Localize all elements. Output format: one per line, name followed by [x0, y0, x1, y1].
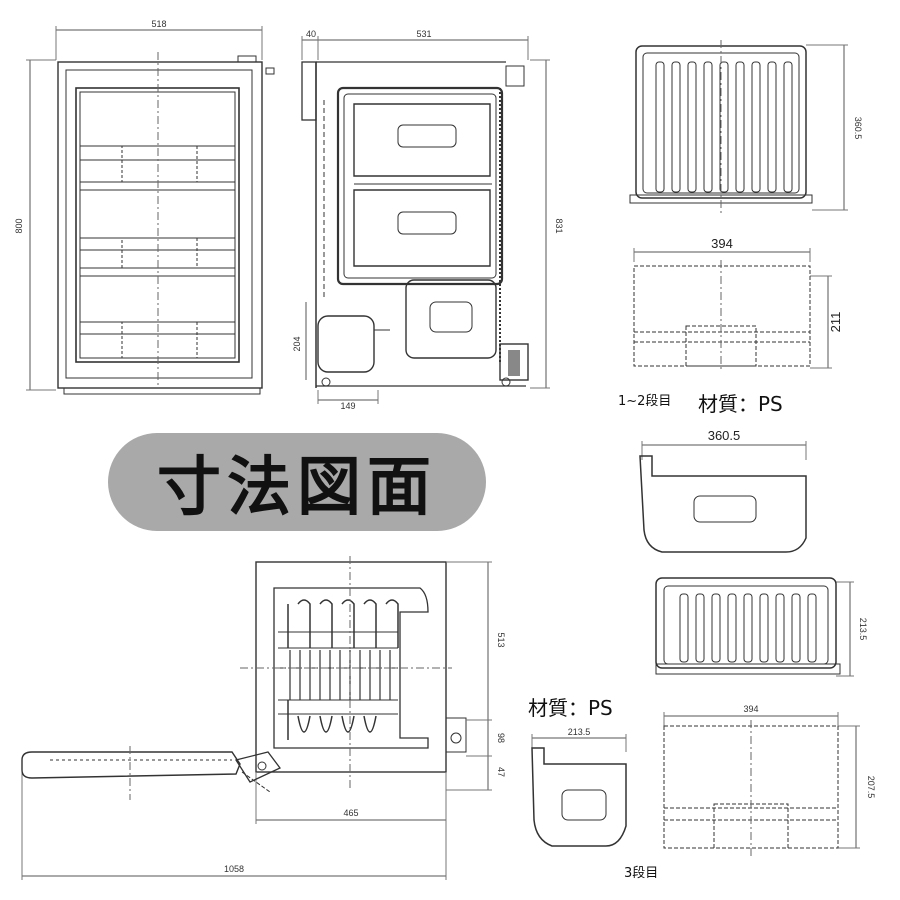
drawer-top-views	[629, 40, 848, 553]
dim-plan-total-width: 1058	[224, 864, 244, 874]
dim-plan-small-2: 47	[496, 767, 506, 777]
dim-drawer-bottom-depth: 213.5	[568, 727, 591, 737]
front-view	[26, 26, 275, 395]
title-badge	[108, 433, 486, 531]
dim-drawer-bottom-width: 394	[743, 704, 758, 714]
dim-drawer-top-depth: 360.5	[708, 428, 741, 443]
plan-view	[21, 556, 492, 880]
side-view	[301, 36, 550, 404]
dim-drawer-top-height: 360.5	[853, 117, 863, 140]
dim-side-depth: 531	[416, 29, 431, 39]
drawer-bottom-views	[531, 577, 860, 856]
material-bottom-label: 材質：PS	[528, 696, 613, 720]
dim-drawer-bottom-side-height: 207.5	[866, 776, 876, 799]
dim-plan-inner-width: 465	[343, 808, 358, 818]
dim-front-height: 800	[14, 218, 24, 233]
dim-compressor-height: 204	[292, 336, 302, 351]
dim-drawer-top-width: 394	[711, 236, 733, 251]
tier-bottom-label: 3段目	[624, 866, 659, 881]
dim-front-width: 518	[151, 19, 166, 29]
material-top-label: 材質：PS	[698, 392, 783, 416]
tier-top-label: 1~2段目	[618, 394, 672, 409]
dim-side-height: 831	[554, 218, 564, 233]
dim-plan-depth-right: 513	[496, 632, 506, 647]
dim-drawer-top-side-height: 211	[828, 312, 843, 333]
dim-side-door: 40	[306, 29, 316, 39]
dim-drawer-bottom-height: 213.5	[858, 618, 868, 641]
dim-compressor-width: 149	[340, 401, 355, 411]
page-title: 寸法図面	[157, 451, 437, 525]
dim-plan-small-1: 98	[496, 733, 506, 743]
